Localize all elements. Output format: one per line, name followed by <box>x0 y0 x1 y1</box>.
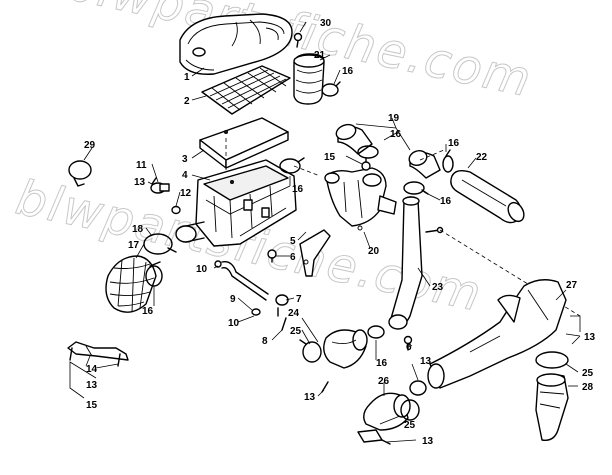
part-airbox-cover-1[interactable] <box>179 13 293 75</box>
part-screw-13-bracket[interactable] <box>69 347 121 367</box>
callout-25-duct: 25 <box>582 368 594 379</box>
callout-30: 30 <box>320 18 332 29</box>
part-airbox-base-4[interactable] <box>175 159 297 247</box>
callout-10-lower: 10 <box>228 318 240 329</box>
part-boot-24[interactable] <box>323 329 368 369</box>
callout-13-boot: 13 <box>304 392 316 403</box>
callout-13-bracket: 13 <box>86 380 98 391</box>
callout-25-lower: 25 <box>404 420 416 431</box>
callout-11: 11 <box>136 160 147 171</box>
callout-12: 12 <box>180 188 192 199</box>
part-screw-13-sensor[interactable] <box>151 177 157 185</box>
callout-13-clamp: 13 <box>420 356 432 367</box>
part-clamp-16-airbox[interactable] <box>279 157 305 174</box>
part-duct-27[interactable] <box>427 279 567 389</box>
leader-lines <box>69 21 581 443</box>
callout-21: 21 <box>314 50 326 61</box>
part-plate-13[interactable] <box>357 429 383 443</box>
callout-6-upper: 6 <box>290 252 296 263</box>
part-adapter-28[interactable] <box>535 373 569 441</box>
callout-16-elbow: 16 <box>390 129 402 140</box>
callout-13-duct: 13 <box>584 332 596 343</box>
callout-10-upper: 10 <box>196 264 208 275</box>
part-bracket-5[interactable] <box>299 229 331 277</box>
part-screw-13-boot[interactable] <box>321 381 329 393</box>
part-cap-6[interactable] <box>267 249 277 263</box>
part-clip-29[interactable] <box>68 160 92 187</box>
callout-25-boot: 25 <box>290 326 302 337</box>
part-clamp-13-lower[interactable] <box>409 380 427 396</box>
callout-29: 29 <box>84 140 96 151</box>
callout-15-bracket: 15 <box>86 400 98 411</box>
part-tube-23[interactable] <box>388 196 444 330</box>
part-cap-6-lower[interactable] <box>403 335 413 351</box>
part-clamp-16-elbow[interactable] <box>357 145 379 159</box>
callout-16-tube: 16 <box>440 196 452 207</box>
callout-16-lower: 16 <box>376 358 388 369</box>
callout-1: 1 <box>184 72 190 83</box>
callout-3: 3 <box>182 154 188 165</box>
part-sensor-11[interactable] <box>150 182 170 194</box>
callout-labels: 1 2 3 4 5 6 6 7 8 9 10 10 11 12 13 13 13… <box>84 18 596 447</box>
callout-28: 28 <box>582 382 594 393</box>
part-elbow-19-left[interactable] <box>334 122 373 155</box>
callout-13-plate: 13 <box>422 436 434 447</box>
callout-26: 26 <box>378 376 390 387</box>
part-intake-boot-17[interactable] <box>105 255 157 313</box>
part-screw-30[interactable] <box>293 32 303 48</box>
part-hose-10[interactable] <box>214 260 269 301</box>
part-elbow-19-right[interactable] <box>407 148 441 179</box>
part-grommet-12[interactable] <box>171 205 181 215</box>
callout-16-right: 16 <box>448 138 460 149</box>
callout-5: 5 <box>290 236 296 247</box>
part-sensor-15[interactable] <box>361 157 371 171</box>
callout-4: 4 <box>182 170 188 181</box>
callout-16-airbox: 16 <box>292 184 304 195</box>
part-bracket-14[interactable] <box>67 341 129 361</box>
callout-24: 24 <box>288 308 300 319</box>
callout-15-manifold: 15 <box>324 152 336 163</box>
callout-22: 22 <box>476 152 488 163</box>
part-fitting-7[interactable] <box>275 294 289 317</box>
callout-27: 27 <box>566 280 578 291</box>
callout-16-filter: 16 <box>342 66 354 77</box>
part-foam-filter-21[interactable] <box>293 53 325 105</box>
callout-14: 14 <box>86 364 98 375</box>
callout-20: 20 <box>368 246 380 257</box>
callout-8: 8 <box>262 336 268 347</box>
callout-16-boot: 16 <box>142 306 154 317</box>
callout-17: 17 <box>128 240 140 251</box>
callout-6-lower: 6 <box>406 342 412 353</box>
part-hose-22[interactable] <box>450 169 527 224</box>
callout-19: 19 <box>388 113 400 124</box>
part-clamp-16-lower[interactable] <box>367 325 385 339</box>
part-screw-8[interactable] <box>281 317 287 331</box>
callout-13-sensor: 13 <box>134 177 146 188</box>
callout-2: 2 <box>184 96 190 107</box>
callout-7: 7 <box>296 294 302 305</box>
part-clamp-25-duct[interactable] <box>535 351 569 369</box>
part-mesh-grid-2[interactable] <box>201 65 291 115</box>
callout-18: 18 <box>132 224 144 235</box>
part-manifold-20[interactable] <box>324 167 397 231</box>
part-clamp-16-filter[interactable] <box>321 81 341 97</box>
part-clamp-10b[interactable] <box>251 308 261 316</box>
part-air-filter-3[interactable] <box>199 117 289 169</box>
callout-23: 23 <box>432 282 444 293</box>
part-clamp-25-lower[interactable] <box>400 399 420 421</box>
callout-9: 9 <box>230 294 236 305</box>
part-clamp-16-elbow-right[interactable] <box>442 149 454 173</box>
part-clamp-25-boot[interactable] <box>299 339 322 363</box>
